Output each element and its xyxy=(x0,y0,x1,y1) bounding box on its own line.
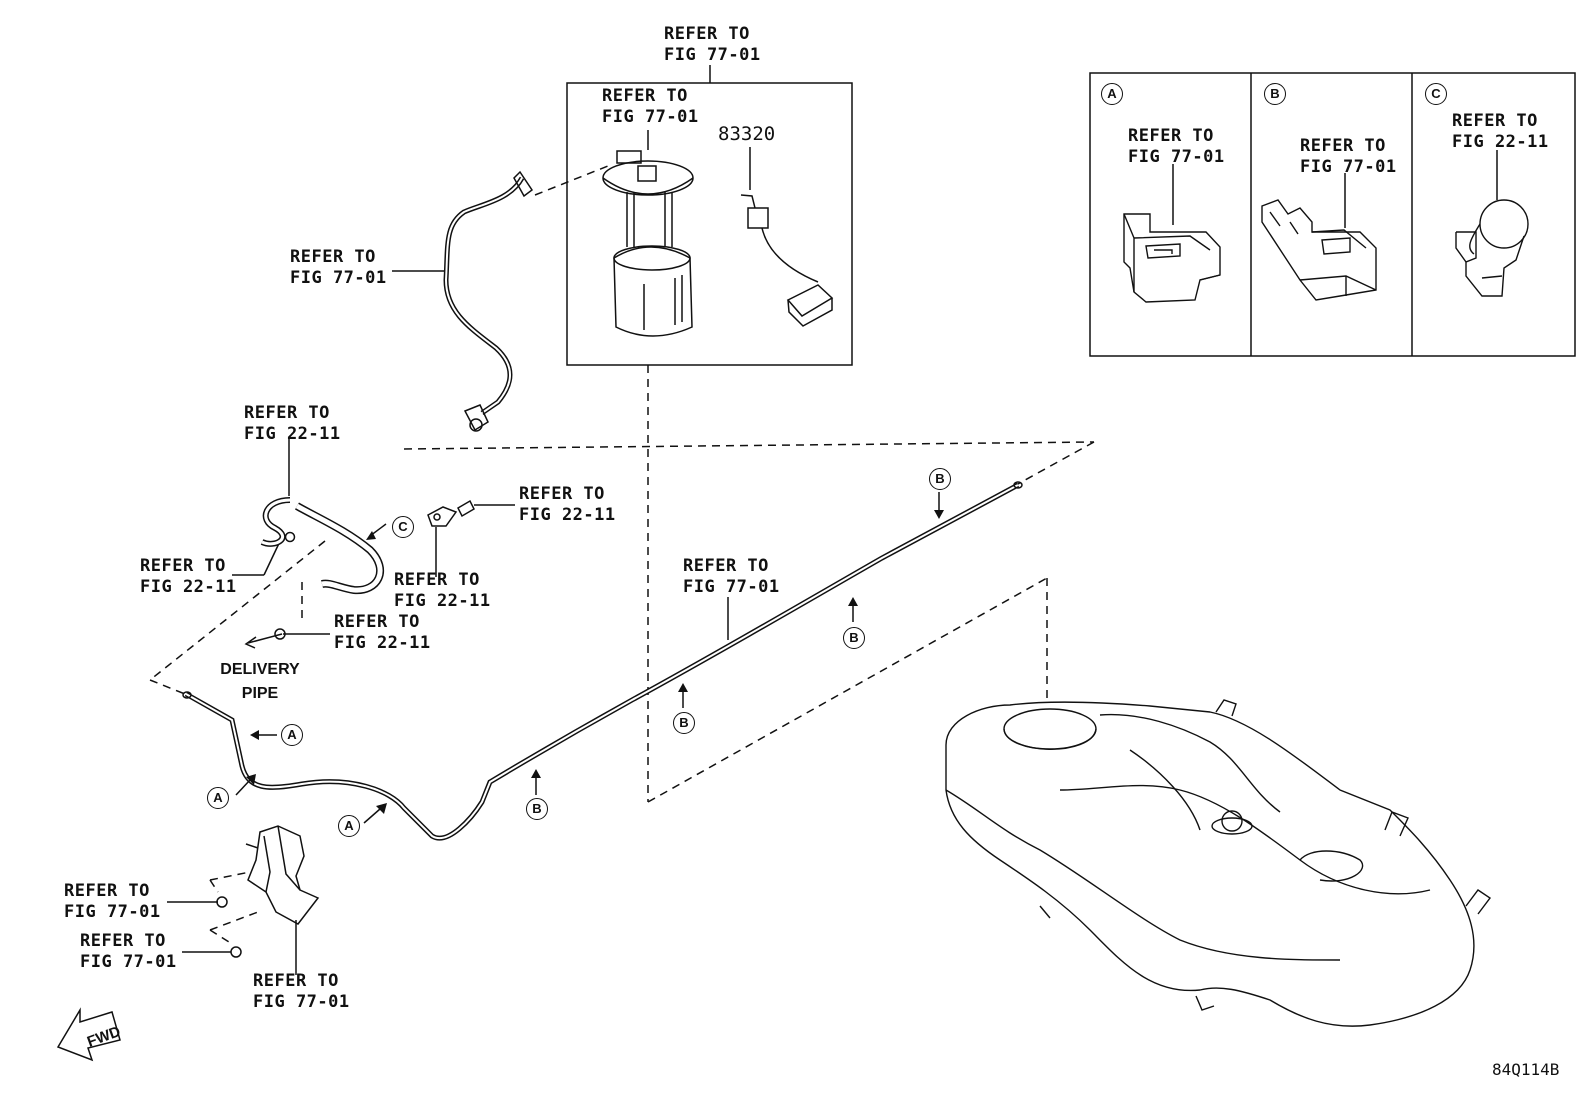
diagram-code: 84Q114B xyxy=(1492,1060,1560,1079)
clip-marker-b: B xyxy=(673,712,695,734)
clip-marker-b: B xyxy=(929,468,951,490)
refer-line: REFER TO xyxy=(1452,111,1538,131)
fig-line: FIG 77-01 xyxy=(602,107,699,127)
fig-line: FIG 22-11 xyxy=(334,633,431,653)
clip-marker-c: C xyxy=(392,516,414,538)
label-lower-clamp-refer: REFER TO FIG 22-11 xyxy=(334,612,431,654)
clip-marker-a: A xyxy=(338,815,360,837)
clip-legend-panel xyxy=(1089,72,1576,357)
refer-line: REFER TO xyxy=(64,881,150,901)
label-protector-refer: REFER TO FIG 77-01 xyxy=(253,971,350,1013)
fig-line: FIG 77-01 xyxy=(64,902,161,922)
refer-line: REFER TO xyxy=(80,931,166,951)
refer-line: REFER TO xyxy=(602,86,688,106)
refer-line: REFER TO xyxy=(664,24,750,44)
label-bracket-refer: REFER TO FIG 22-11 xyxy=(394,570,491,612)
legend-marker-a: A xyxy=(1101,83,1123,105)
refer-line: REFER TO xyxy=(683,556,769,576)
label-nut2-refer: REFER TO FIG 77-01 xyxy=(80,931,177,973)
label-clip-b-refer: REFER TO FIG 77-01 xyxy=(1300,136,1397,178)
fig-line: FIG 77-01 xyxy=(253,992,350,1012)
label-nut1-refer: REFER TO FIG 77-01 xyxy=(64,881,161,923)
fig-line: FIG 22-11 xyxy=(140,577,237,597)
label-upper-hose-refer: REFER TO FIG 22-11 xyxy=(244,403,341,445)
refer-line: REFER TO xyxy=(253,971,339,991)
fig-line: FIG 22-11 xyxy=(244,424,341,444)
clip-marker-b: B xyxy=(526,798,548,820)
refer-line: REFER TO xyxy=(334,612,420,632)
fig-line: FIG 22-11 xyxy=(394,591,491,611)
fig-line: FIG 22-11 xyxy=(1452,132,1549,152)
pipe-line: PIPE xyxy=(241,685,279,702)
clip-marker-a: A xyxy=(281,724,303,746)
fig-line: FIG 77-01 xyxy=(1300,157,1397,177)
delivery-pipe-label: DELIVERY PIPE xyxy=(210,658,310,706)
label-feed-hose-refer: REFER TO FIG 77-01 xyxy=(290,247,387,289)
refer-line: REFER TO xyxy=(1300,136,1386,156)
delivery-line: DELIVERY xyxy=(220,661,300,678)
label-clip-c-refer: REFER TO FIG 22-11 xyxy=(1452,111,1549,153)
refer-line: REFER TO xyxy=(140,556,226,576)
fig-line: FIG 77-01 xyxy=(290,268,387,288)
refer-line: REFER TO xyxy=(519,484,605,504)
fig-line: FIG 77-01 xyxy=(664,45,761,65)
clip-marker-a: A xyxy=(207,787,229,809)
label-pump-assembly-refer: REFER TO FIG 77-01 xyxy=(664,24,761,66)
refer-line: REFER TO xyxy=(244,403,330,423)
label-clip-a-refer: REFER TO FIG 77-01 xyxy=(1128,126,1225,168)
refer-line: REFER TO xyxy=(394,570,480,590)
fig-line: FIG 77-01 xyxy=(80,952,177,972)
label-fuel-pipe-refer: REFER TO FIG 77-01 xyxy=(683,556,780,598)
legend-marker-b: B xyxy=(1264,83,1286,105)
fig-line: FIG 77-01 xyxy=(1128,147,1225,167)
label-hose-clamp-refer: REFER TO FIG 22-11 xyxy=(140,556,237,598)
fig-line: FIG 77-01 xyxy=(683,577,780,597)
label-pump-top-refer: REFER TO FIG 77-01 xyxy=(602,86,699,128)
clip-marker-b: B xyxy=(843,627,865,649)
legend-marker-c: C xyxy=(1425,83,1447,105)
label-bolt-refer: REFER TO FIG 22-11 xyxy=(519,484,616,526)
refer-line: REFER TO xyxy=(1128,126,1214,146)
part-number-83320: 83320 xyxy=(718,123,776,145)
fig-line: FIG 22-11 xyxy=(519,505,616,525)
refer-line: REFER TO xyxy=(290,247,376,267)
